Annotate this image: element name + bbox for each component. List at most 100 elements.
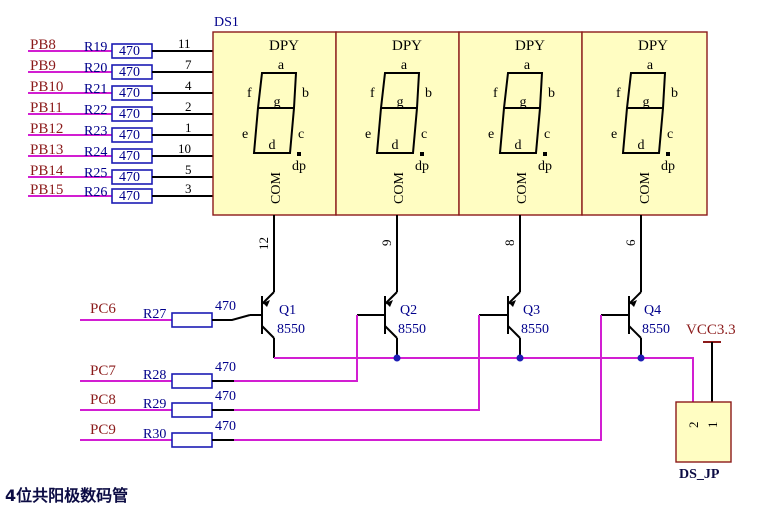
q2-designator: Q2	[400, 303, 417, 318]
jumper-designator: DS_JP	[679, 467, 720, 482]
res-value-r30: 470	[215, 419, 236, 434]
resistor-r30	[171, 432, 213, 448]
res-value-r22: 470	[119, 107, 140, 122]
net-label-pc6: PC6	[90, 301, 116, 317]
net-label-pb14: PB14	[30, 163, 64, 179]
digit-3-dp-dot	[543, 152, 547, 156]
pin-number-g: 5	[185, 162, 192, 177]
digit-2-label-g: g	[397, 95, 404, 110]
digit-1-com-label: COM	[269, 172, 284, 204]
digit-1: DPY a b c d e f g dp COM	[212, 31, 337, 216]
res-value-r27: 470	[215, 299, 236, 314]
transistor-q4: Q4 8550	[601, 291, 670, 358]
digit-2-dp-dot	[420, 152, 424, 156]
digit-2-dpy-label: DPY	[392, 38, 422, 54]
com-pin-number-1: 12	[256, 237, 271, 250]
q2-emitter-lead	[384, 291, 398, 305]
net-label-pc7: PC7	[90, 363, 116, 379]
res-ref-r20: R20	[84, 61, 107, 76]
digit-4-com-label: COM	[638, 172, 653, 204]
q3-emitter-lead	[507, 291, 521, 305]
digit-3-label-b: b	[548, 86, 555, 101]
digit-2-label-f: f	[370, 86, 375, 101]
net-label-pc8: PC8	[90, 392, 116, 408]
schematic-caption: 4位共阳极数码管	[5, 486, 128, 505]
net-label-pb11: PB11	[30, 100, 63, 116]
com-lines: 12 9 8 6	[256, 215, 642, 292]
digit-4-dp-dot	[666, 152, 670, 156]
digit-4: DPY a b c d e f g dp COM	[581, 31, 708, 216]
q3-part: 8550	[521, 322, 549, 337]
pin-number-a: 11	[178, 36, 191, 51]
digit-3-label-g: g	[520, 95, 527, 110]
wire-pc6-out	[212, 314, 251, 321]
digit-4-label-c: c	[667, 127, 673, 142]
digit-1-label-c: c	[298, 127, 304, 142]
jumper-ds-jp-body	[675, 401, 732, 463]
transistor-q2: Q2 8550	[357, 291, 426, 358]
res-value-r25: 470	[119, 170, 140, 185]
digit-4-label-b: b	[671, 86, 678, 101]
digit-4-label-e: e	[611, 127, 617, 142]
q2-arrow	[386, 300, 393, 307]
junction-dot-q3	[516, 354, 524, 362]
q1-emitter-lead	[261, 291, 275, 305]
digit-2-label-a: a	[401, 58, 408, 73]
digit-1-dp-dot	[297, 152, 301, 156]
res-ref-r28: R28	[143, 368, 166, 383]
digit-4-body	[581, 31, 708, 216]
segment-resistor-network: PB8 R19 470 11 PB9 R20 470 7 PB10 R21 47…	[28, 36, 213, 204]
digit-2-label-c: c	[421, 127, 427, 142]
digit-1-label-f: f	[247, 86, 252, 101]
digit-3-dpy-label: DPY	[515, 38, 545, 54]
res-ref-r21: R21	[84, 82, 107, 97]
digit-2-label-b: b	[425, 86, 432, 101]
collector-bus	[274, 357, 694, 402]
res-value-r21: 470	[119, 86, 140, 101]
display-designator: DS1	[214, 15, 239, 30]
res-value-r29: 470	[215, 389, 236, 404]
vcc-label: VCC3.3	[686, 322, 736, 338]
res-value-r26: 470	[119, 189, 140, 204]
digit-1-label-g: g	[274, 95, 281, 110]
digit-2-com-label: COM	[392, 172, 407, 204]
q2-part: 8550	[398, 322, 426, 337]
res-ref-r19: R19	[84, 40, 107, 55]
net-label-pb15: PB15	[30, 182, 63, 198]
net-label-pb13: PB13	[30, 142, 63, 158]
pin-number-b: 7	[185, 57, 192, 72]
digit-2: DPY a b c d e f g dp COM	[335, 31, 460, 216]
q4-emitter-lead	[628, 291, 642, 305]
q1-collector-lead	[261, 325, 275, 339]
transistor-q3: Q3 8550	[479, 291, 549, 358]
q1-designator: Q1	[279, 303, 296, 318]
digit-4-dpy-label: DPY	[638, 38, 668, 54]
jumper-pin-1: 1	[705, 422, 720, 429]
digit-3-label-dp: dp	[538, 159, 552, 174]
net-label-pb9: PB9	[30, 58, 56, 74]
net-label-pb8: PB8	[30, 37, 56, 53]
digit-3-label-e: e	[488, 127, 494, 142]
digit-1-body	[212, 31, 337, 216]
digit-1-segment-outline	[252, 72, 298, 154]
digit-2-label-d: d	[392, 138, 399, 153]
res-value-r23: 470	[119, 128, 140, 143]
digit-1-label-a: a	[278, 58, 285, 73]
digit-2-body	[335, 31, 460, 216]
com-pin-number-2: 9	[379, 240, 394, 247]
digit-1-label-e: e	[242, 127, 248, 142]
digit-4-label-d: d	[638, 138, 645, 153]
net-label-pb12: PB12	[30, 121, 63, 137]
digit-1-label-b: b	[302, 86, 309, 101]
digit-3-label-c: c	[544, 127, 550, 142]
q3-arrow	[509, 300, 516, 307]
com-pin-number-3: 8	[502, 240, 517, 247]
q2-collector-lead	[384, 325, 398, 339]
com-pin-number-4: 6	[623, 239, 638, 246]
digit-1-dpy-label: DPY	[269, 38, 299, 54]
digit-2-label-dp: dp	[415, 159, 429, 174]
base-drive-network: PC6 R27 470 PC7 R28 470 PC8 R29 470 PC9 …	[80, 299, 602, 448]
pin-number-d: 2	[185, 99, 192, 114]
q1-part: 8550	[277, 322, 305, 337]
digit-4-label-dp: dp	[661, 159, 675, 174]
